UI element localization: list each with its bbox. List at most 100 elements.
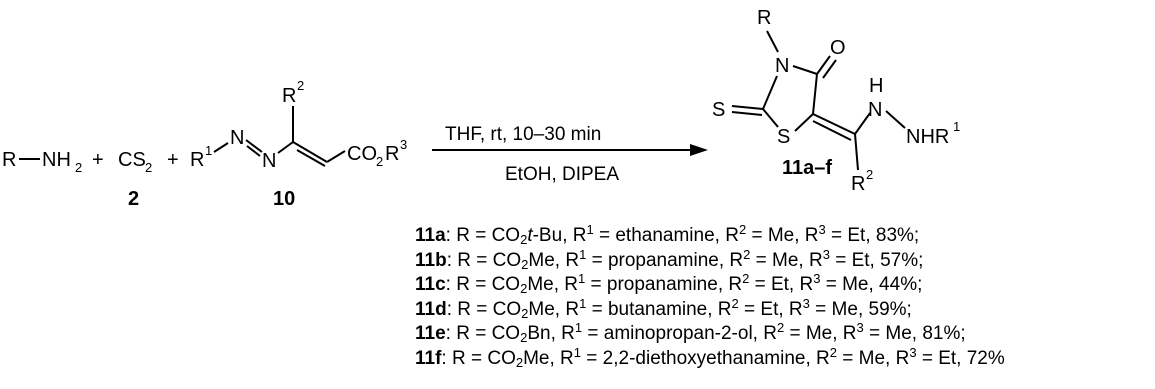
entry-r2: = Me, R (837, 347, 910, 369)
alkene-bond-a (292, 141, 328, 163)
entry-r2-sup: 2 (731, 295, 739, 311)
ester-r3-label: R (385, 143, 399, 165)
entry-r3-sup: 3 (813, 271, 821, 287)
entry-extra: -Bu (532, 225, 563, 246)
r1-n-bond (213, 142, 229, 153)
entry-code: 11a (415, 225, 446, 246)
entry-sub: 2 (521, 305, 529, 321)
entry-text: : R = CO (445, 225, 521, 246)
entry-11d: 11d: R = CO2Me, R1 = butanamine, R2 = Et… (415, 295, 1005, 323)
product-r2-superscript: 2 (866, 167, 873, 182)
amine-nh-subscript: 2 (75, 160, 82, 175)
entry-r1-sup: 1 (579, 295, 587, 311)
azo-n-right: N (262, 150, 276, 172)
reaction-arrow-group: THF, rt, 10–30 min EtOH, DIPEA (432, 124, 708, 185)
entry-r1: = ethanamine, R (593, 225, 739, 246)
entry-sub: 2 (515, 354, 524, 370)
entry-r1-sup: 1 (578, 271, 586, 287)
entry-r1: = butanamine, R (586, 298, 732, 320)
substituent-legend: 11a: R = CO2t-Bu, R1 = ethanamine, R2 = … (415, 222, 1005, 372)
amine-r-label: R (2, 149, 16, 171)
entry-code: 11b (415, 249, 447, 271)
entry-sub: 2 (520, 232, 528, 247)
entry-extra: Me (528, 249, 555, 271)
n-carbonyl-bond (792, 65, 818, 75)
entry-text: : R = CO (446, 249, 522, 271)
entry-11a: 11a: R = CO2t-Bu, R1 = ethanamine, R2 = … (415, 222, 1005, 249)
entry-r1: = propanamine, R (585, 274, 743, 296)
entry-r1-sep: , R (554, 249, 580, 271)
compound-label-2: 2 (128, 188, 139, 210)
entry-r1-sep: , R (553, 274, 579, 296)
entry-r2-sup: 2 (829, 344, 837, 360)
azoalkene-r2-superscript: 2 (297, 78, 304, 93)
entry-extra: Me (528, 298, 555, 320)
entry-sub: 2 (521, 256, 529, 272)
entry-sub: 2 (520, 330, 528, 346)
product-s-exo-label: S (712, 99, 725, 121)
c2-s-bond (762, 108, 779, 128)
alkene-bond-b (296, 149, 326, 167)
entry-11f: 11f: R = CO2Me, R1 = 2,2-diethoxyethanam… (415, 344, 1005, 372)
plus-sign-2: + (167, 149, 179, 171)
n-n-bond (885, 110, 906, 129)
conditions-above: THF, rt, 10–30 min (445, 124, 601, 145)
entry-r2: = Me, R (746, 225, 819, 246)
s-c5-bond (794, 113, 814, 132)
entry-r3: = Me, 81%; (863, 323, 966, 345)
entry-11c: 11c: R = CO2Me, R1 = propanamine, R2 = E… (415, 271, 1005, 298)
exocyclic-bond-a (812, 113, 856, 135)
azoalkene-r1-superscript: 1 (205, 143, 212, 158)
product-r2-label: R (851, 173, 865, 195)
product-nhr-label: NHR (906, 126, 949, 148)
reaction-arrow-head (690, 144, 708, 156)
c-nh-bond (854, 112, 871, 135)
plus-sign-1: + (92, 149, 104, 171)
compound-label-10: 10 (273, 188, 295, 210)
entry-text: : R = CO (446, 298, 522, 320)
product-n-label: N (775, 55, 789, 77)
cs2-formula: CS (118, 149, 146, 171)
entry-r1: = aminopropan-2-ol, R (582, 323, 777, 345)
product-r-label: R (757, 7, 771, 29)
entry-r2-sup: 2 (743, 246, 751, 262)
entry-r1: = propanamine, R (586, 249, 744, 271)
entry-r2-sup: 2 (742, 271, 750, 287)
entry-extra: Me (523, 347, 550, 369)
entry-text: : R = CO (445, 274, 521, 296)
c-ester-bond (326, 150, 346, 163)
c-r2-bond (854, 133, 859, 171)
entry-text: : R = CO (441, 347, 516, 369)
product-structure: R N O S S H N NHR 1 R 2 11a–f (712, 7, 960, 195)
thione-bond-a (731, 105, 764, 110)
entry-code: 11e (415, 323, 446, 345)
entry-code: 11d (415, 298, 447, 320)
carbonyl-bond-a (816, 55, 831, 75)
n-c-bond (277, 141, 294, 154)
entry-code: 11f (415, 347, 442, 369)
ester-r3-superscript: 3 (400, 137, 407, 152)
entry-r2-sup: 2 (776, 320, 785, 336)
compound-label-11: 11a–f (782, 157, 832, 179)
azo-n-left: N (230, 127, 244, 149)
entry-r1-sup: 1 (573, 344, 582, 360)
entry-r1-sup: 1 (579, 246, 587, 262)
entry-r1-sep: , R (554, 298, 580, 320)
entry-r3: = Et, 83%; (825, 225, 920, 246)
entry-r1-sup: 1 (586, 222, 594, 237)
entry-11e: 11e: R = CO2Bn, R1 = aminopropan-2-ol, R… (415, 320, 1005, 347)
azo-double-bond-b (246, 145, 261, 157)
entry-code: 11c (415, 274, 446, 296)
entry-r2: = Et, R (749, 274, 814, 296)
entry-r2: = Me, R (784, 323, 857, 345)
ring-c4-c5-bond (812, 73, 818, 115)
conditions-below: EtOH, DIPEA (505, 164, 619, 185)
entry-r3: = Et, 72% (916, 347, 1005, 369)
entry-r3: = Et, 57%; (829, 249, 924, 271)
thione-bond-b (731, 111, 763, 116)
entry-r2: = Me, R (750, 249, 823, 271)
ester-co-label: CO (347, 143, 377, 165)
r-n-bond (766, 30, 779, 53)
entry-r2-sup: 2 (738, 222, 747, 237)
entry-r1-sep: , R (550, 323, 575, 345)
